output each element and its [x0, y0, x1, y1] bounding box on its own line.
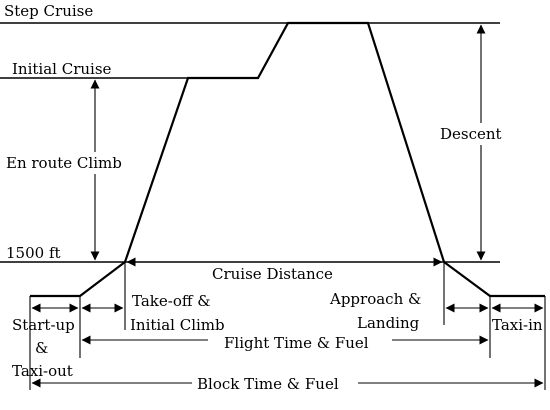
step-cruise-label: Step Cruise [4, 2, 93, 20]
takeoff-label-line1: Take-off & [132, 292, 211, 310]
cruise-distance-label-bg [195, 264, 373, 282]
startup-label-line2: & [35, 339, 48, 357]
flight-time-label: Flight Time & Fuel [224, 334, 369, 352]
cruise-distance-label: Cruise Distance [212, 265, 333, 283]
startup-label-line1: Start-up [12, 316, 75, 334]
threshold-label: 1500 ft [6, 244, 61, 262]
descent-label-bg [436, 123, 508, 145]
block-time-label: Block Time & Fuel [197, 375, 339, 393]
approach-label-line2: Landing [357, 314, 420, 332]
takeoff-label-line2: Initial Climb [130, 316, 225, 334]
en-route-climb-label-bg [4, 152, 132, 174]
initial-cruise-label: Initial Cruise [12, 60, 112, 78]
startup-label-line3: Taxi-out [12, 362, 73, 380]
approach-label-line1: Approach & [329, 290, 421, 308]
taxi-in-label: Taxi-in [492, 316, 543, 334]
flight-profile-path [30, 21, 545, 298]
en-route-climb-label: En route Climb [6, 154, 122, 172]
descent-label: Descent [440, 125, 502, 143]
flight-time-label-bg [208, 332, 392, 352]
block-time-label-bg [192, 373, 358, 393]
